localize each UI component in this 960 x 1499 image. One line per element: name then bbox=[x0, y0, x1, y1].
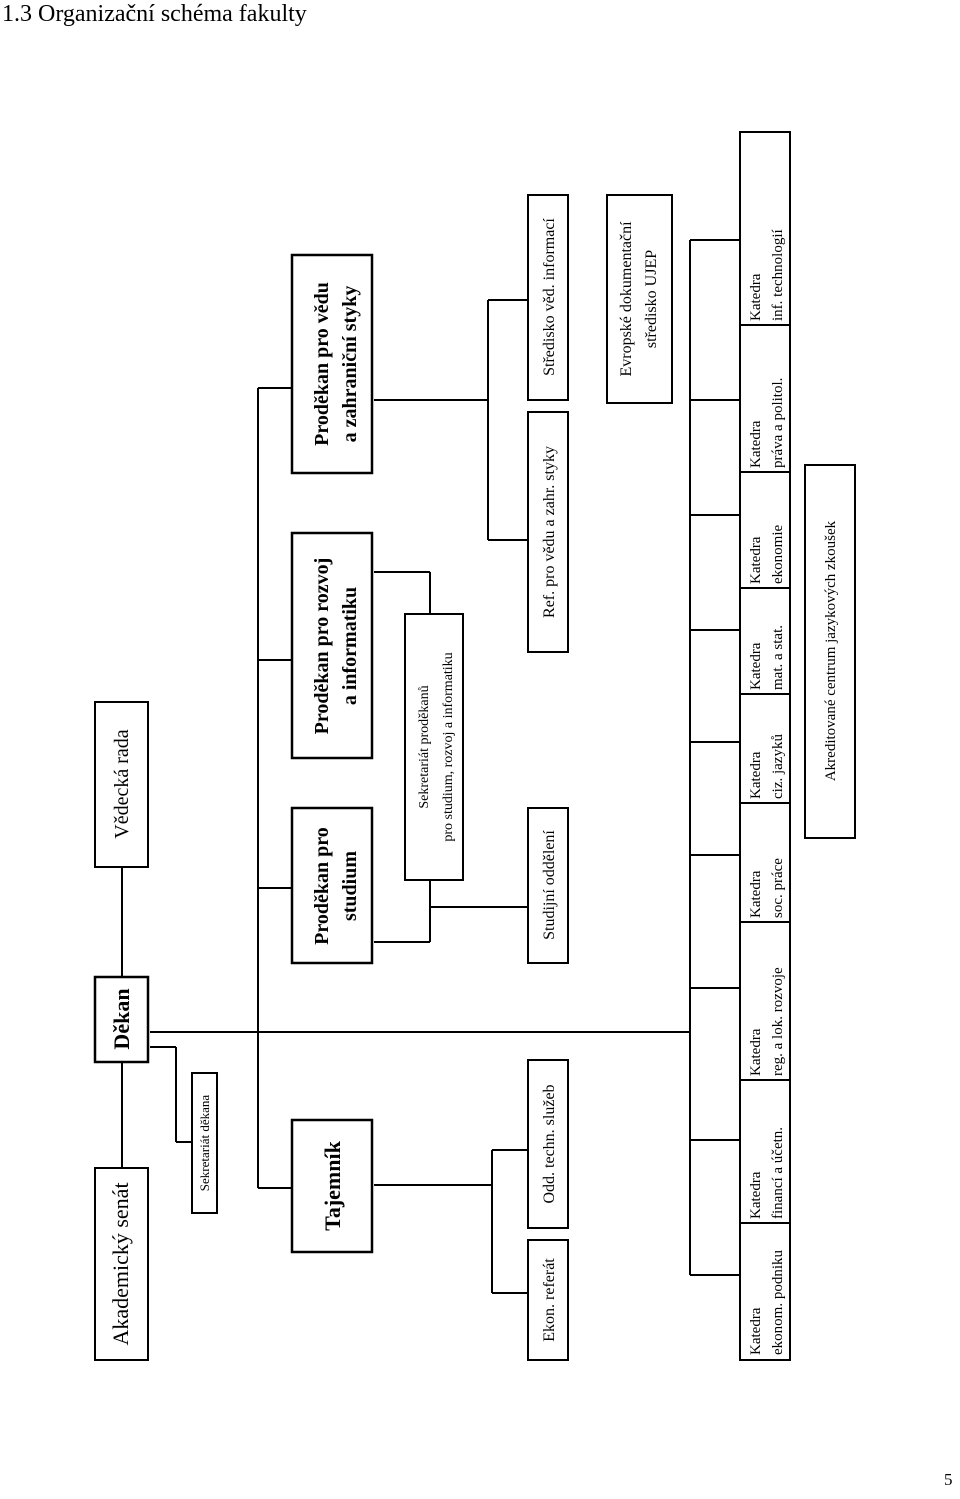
box-dekan: Děkan bbox=[93, 975, 150, 1064]
label-akademicky-senat: Akademický senát bbox=[108, 1182, 133, 1345]
katedra-label-2a: Katedra bbox=[748, 1171, 764, 1219]
label-dekan: Děkan bbox=[109, 988, 134, 1049]
katedra-label-6b: mat. a stat. bbox=[770, 625, 786, 690]
katedra-label-6a: Katedra bbox=[748, 642, 764, 690]
katedra-label-9b: inf. technologií bbox=[770, 229, 786, 321]
box-ekon-referat: Ekon. referát bbox=[527, 1239, 569, 1361]
box-akreditovane-centrum: Akreditované centrum jazykových zkoušek bbox=[804, 464, 856, 839]
katedra-ekonomie: Katedra ekonomie bbox=[748, 525, 786, 584]
label-evropske-stredisko-1: Evropské dokumentační bbox=[618, 221, 635, 377]
katedra-label-5a: Katedra bbox=[748, 751, 764, 799]
label-prodekan-rozvoj-1: Proděkan pro rozvoj bbox=[311, 558, 333, 735]
katedra-label-9a: Katedra bbox=[748, 273, 764, 321]
label-ref-veda-zahr: Ref. pro vědu a zahr. styky bbox=[541, 446, 558, 618]
label-tajemnik: Tajemník bbox=[320, 1140, 345, 1230]
box-evropske-stredisko: Evropské dokumentační středisko UJEP bbox=[606, 194, 673, 404]
label-studijni-oddeleni: Studijní oddělení bbox=[541, 830, 558, 940]
box-prodekan-veda: Proděkan pro vědu a zahraniční styky bbox=[290, 253, 374, 475]
box-odd-techn-sluzeb: Odd. techn. služeb bbox=[527, 1059, 569, 1229]
katedra-label-2b: financí a účetn. bbox=[770, 1127, 786, 1219]
page-heading: 1.3 Organizační schéma fakulty bbox=[2, 1, 307, 27]
connector-lines bbox=[121, 239, 740, 1294]
box-akademicky-senat: Akademický senát bbox=[94, 1167, 149, 1361]
katedra-financi-ucetn: Katedra financí a účetn. bbox=[748, 1127, 786, 1219]
katedra-ekonom-podniku: Katedra ekonom. podniku bbox=[748, 1250, 786, 1355]
box-prodekan-rozvoj: Proděkan pro rozvoj a informatiku bbox=[290, 531, 374, 760]
katedra-prava-politol: Katedra práva a politol. bbox=[748, 378, 786, 468]
katedra-label-1a: Katedra bbox=[748, 1307, 764, 1355]
label-prodekan-studium-2: studium bbox=[339, 851, 361, 921]
katedra-ciz-jazyku: Katedra ciz. jazyků bbox=[748, 734, 786, 799]
katedra-mat-stat: Katedra mat. a stat. bbox=[748, 625, 786, 690]
label-prodekan-veda-1: Proděkan pro vědu bbox=[311, 282, 333, 446]
box-vedecka-rada: Vědecká rada bbox=[94, 701, 149, 868]
box-prodekan-studium: Proděkan pro studium bbox=[290, 806, 374, 965]
katedra-label-7a: Katedra bbox=[748, 536, 764, 584]
box-stredisko-ved-informaci: Středisko věd. informací bbox=[527, 194, 569, 401]
katedra-label-1b: ekonom. podniku bbox=[770, 1250, 786, 1355]
label-prodekan-rozvoj-2: a informatiku bbox=[339, 587, 361, 705]
box-studijni-oddeleni: Studijní oddělení bbox=[527, 807, 569, 964]
katedra-label-5b: ciz. jazyků bbox=[770, 734, 786, 799]
katedra-reg-lok-rozvoje: Katedra reg. a lok. rozvoje bbox=[748, 967, 786, 1076]
label-evropske-stredisko-2: středisko UJEP bbox=[643, 250, 660, 348]
label-sekretariat-dekana: Sekretariát děkana bbox=[197, 1095, 212, 1192]
katedra-label-7b: ekonomie bbox=[770, 525, 786, 584]
label-sekretariat-prodekanu-2: pro studium, rozvoj a informatiku bbox=[441, 652, 456, 841]
katedra-label-3a: Katedra bbox=[748, 1028, 764, 1076]
box-tajemnik: Tajemník bbox=[290, 1118, 374, 1254]
label-stredisko-ved-informaci: Středisko věd. informací bbox=[541, 218, 558, 376]
page-number: 5 bbox=[944, 1470, 953, 1489]
label-prodekan-veda-2: a zahraniční styky bbox=[339, 286, 361, 443]
katedra-label-8b: práva a politol. bbox=[770, 378, 786, 468]
label-akreditovane-centrum: Akreditované centrum jazykových zkoušek bbox=[823, 520, 839, 781]
label-prodekan-studium-1: Proděkan pro bbox=[311, 827, 333, 945]
katedra-label-3b: reg. a lok. rozvoje bbox=[770, 967, 786, 1076]
katedry-row: Katedra ekonom. podniku Katedra financí … bbox=[739, 131, 791, 1361]
box-sekretariat-dekana: Sekretariát děkana bbox=[191, 1072, 218, 1214]
box-sekretariat-prodekanu: Sekretariát proděkanů pro studium, rozvo… bbox=[404, 613, 464, 881]
label-ekon-referat: Ekon. referát bbox=[541, 1258, 558, 1342]
label-vedecka-rada: Vědecká rada bbox=[111, 729, 133, 838]
katedra-label-4a: Katedra bbox=[748, 870, 764, 918]
label-odd-techn-sluzeb: Odd. techn. služeb bbox=[541, 1084, 558, 1203]
katedra-soc-prace: Katedra soc. práce bbox=[748, 858, 786, 918]
katedra-label-8a: Katedra bbox=[748, 420, 764, 468]
katedra-inf-technologii: Katedra inf. technologií bbox=[748, 229, 786, 321]
label-sekretariat-prodekanu-1: Sekretariát proděkanů bbox=[417, 685, 432, 808]
box-ref-veda-zahr: Ref. pro vědu a zahr. styky bbox=[527, 411, 569, 653]
katedra-label-4b: soc. práce bbox=[770, 858, 786, 918]
